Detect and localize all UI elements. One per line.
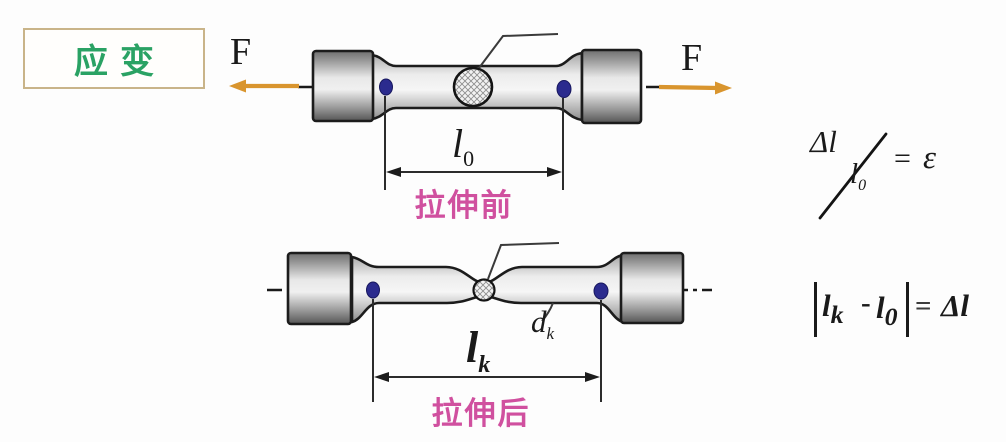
- bottom-leader-line: [487, 242, 560, 280]
- caption-after-stretch: 拉伸后: [431, 396, 531, 431]
- fraction-slash: [818, 132, 888, 220]
- force-label-left: F: [230, 31, 252, 73]
- gauge-mark-right: [556, 80, 572, 98]
- top-right-grip: [580, 48, 643, 125]
- gauge-mark-right-after: [593, 282, 609, 300]
- dk-base: d: [531, 304, 547, 339]
- abs-bar-right: [906, 282, 909, 337]
- strain-denominator-base: l: [850, 158, 859, 190]
- elongation-result: Δl: [941, 288, 970, 323]
- caption-before-stretch: 拉伸前: [414, 188, 514, 223]
- minus-sign: -: [861, 287, 871, 319]
- strain-result-epsilon: ε: [923, 140, 937, 176]
- elongation-term2: l0: [876, 290, 898, 332]
- elongation-term1: lk: [822, 288, 844, 330]
- gauge-mark-left: [379, 78, 393, 96]
- elongation-formula: lk - l0 = Δl: [808, 278, 1006, 342]
- top-leader-line: [478, 33, 559, 69]
- force-label-right: F: [681, 37, 703, 79]
- strain-title-box: 应变: [23, 28, 205, 89]
- dk-subscript: k: [546, 324, 555, 344]
- strain-denominator: l0: [850, 158, 866, 195]
- term2-subscript: 0: [884, 302, 898, 332]
- strain-numerator: Δl: [810, 124, 837, 159]
- strain-denominator-sub: 0: [858, 176, 867, 194]
- gauge-mark-left-after: [366, 281, 380, 299]
- bottom-dimension: [372, 299, 602, 402]
- bottom-left-grip: [286, 251, 353, 326]
- term1-subscript: k: [830, 300, 844, 330]
- elongation-equals: =: [915, 290, 932, 322]
- force-arrow-right-icon: [658, 81, 732, 95]
- abs-bar-left: [814, 282, 817, 337]
- top-dimension: [384, 96, 564, 190]
- l0-subscript: 0: [463, 146, 475, 171]
- l0-base: l: [452, 121, 464, 166]
- gauge-length-initial-label: l0: [452, 120, 474, 172]
- lk-subscript: k: [478, 350, 491, 378]
- neck-diameter-label: dk: [531, 304, 554, 344]
- term1-base: l: [822, 288, 831, 323]
- bottom-specimen: [267, 242, 712, 402]
- gauge-length-final-label: lk: [466, 322, 490, 379]
- strain-formula: Δl l0 = ε: [806, 118, 976, 220]
- neck-gauge-icon: [472, 278, 496, 302]
- term2-base: l: [876, 290, 885, 325]
- top-specimen: [229, 33, 732, 190]
- force-arrow-left-icon: [229, 79, 299, 93]
- strain-title: 应变: [74, 43, 166, 81]
- lk-base: l: [466, 323, 479, 372]
- top-left-grip: [311, 49, 375, 123]
- strain-gauge-icon: [452, 66, 494, 108]
- dk-leader-line: [541, 302, 554, 322]
- bottom-right-grip: [619, 251, 685, 325]
- strain-equals: =: [894, 142, 911, 175]
